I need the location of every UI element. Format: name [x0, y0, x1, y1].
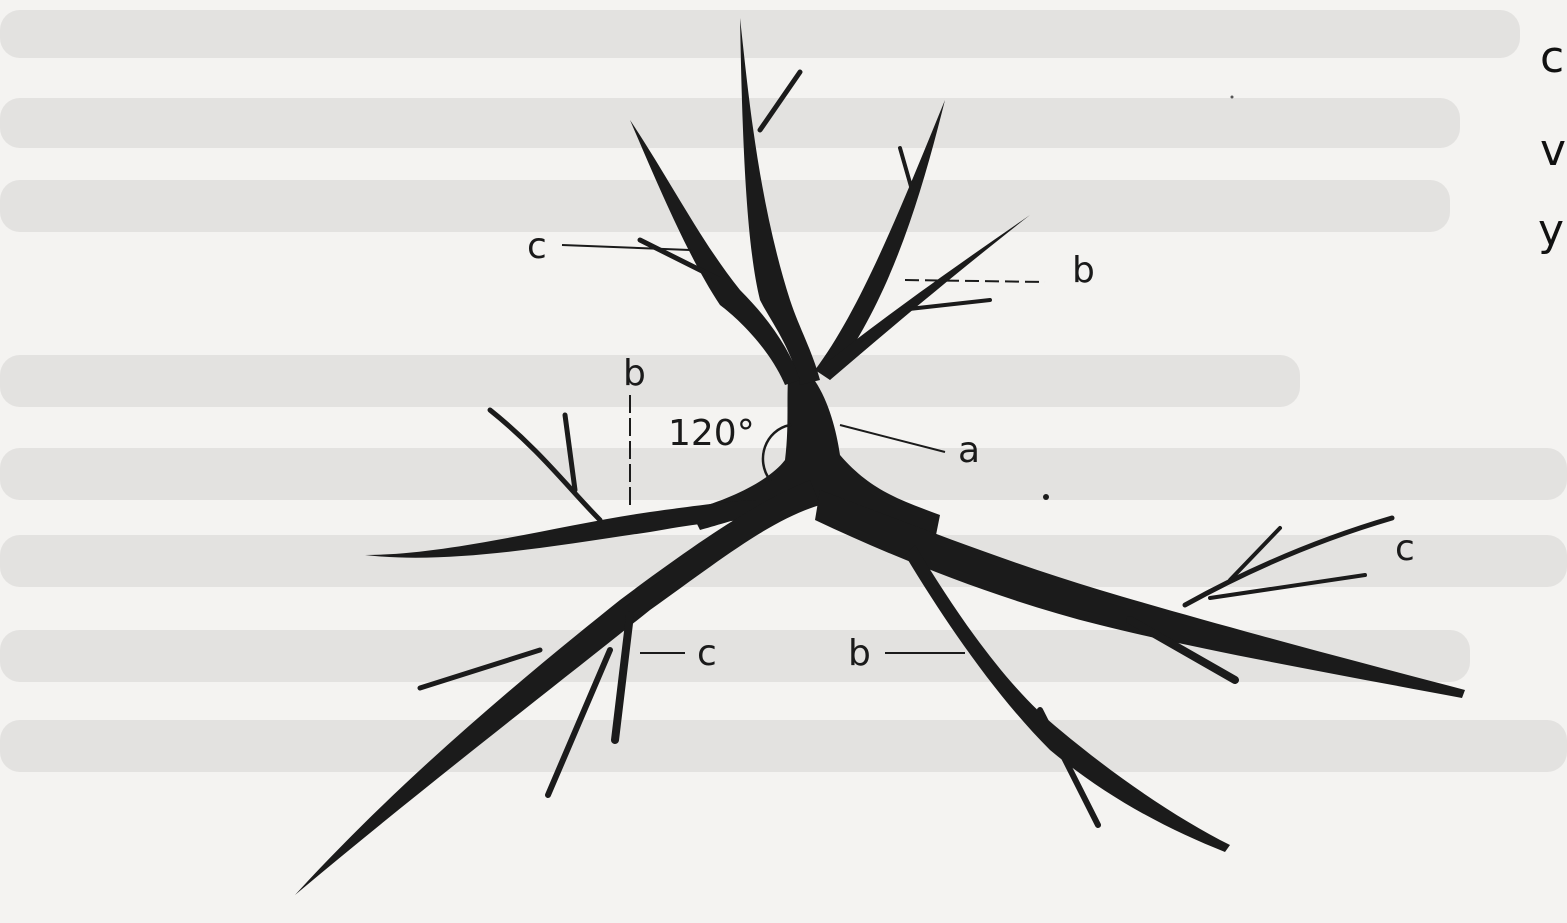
label-b-upper-right: b	[1072, 250, 1095, 291]
label-b-lower: b	[848, 633, 871, 674]
label-angle: 120°	[668, 413, 755, 454]
label-c-right: c	[1395, 528, 1415, 569]
branch-down-left	[295, 480, 820, 895]
diagram-labels: c b b 120° a c c b	[527, 226, 1415, 674]
speck	[1230, 95, 1234, 99]
branch-down-right	[815, 490, 1465, 698]
branch-up-right	[815, 100, 945, 380]
branch-up	[740, 18, 820, 385]
label-b-left: b	[623, 353, 646, 394]
label-c-lower: c	[697, 633, 717, 674]
branch-up-right-2	[820, 215, 1030, 380]
side-text: c v y	[1538, 32, 1566, 256]
dendrite-structure	[295, 18, 1465, 895]
central-node	[690, 360, 940, 540]
side-letter-2: v	[1540, 125, 1566, 176]
angle-arc	[761, 423, 792, 482]
speck	[1043, 494, 1049, 500]
label-a: a	[958, 430, 980, 471]
bleed-through-text	[0, 10, 1567, 772]
branch-left	[365, 500, 760, 558]
dendrite-twigs	[417, 69, 1395, 828]
side-letter-3: y	[1538, 205, 1564, 256]
label-c-upper-left: c	[527, 226, 547, 267]
side-letter-1: c	[1540, 32, 1564, 83]
leader-lines	[561, 244, 1046, 654]
branch-up-left	[630, 120, 800, 385]
